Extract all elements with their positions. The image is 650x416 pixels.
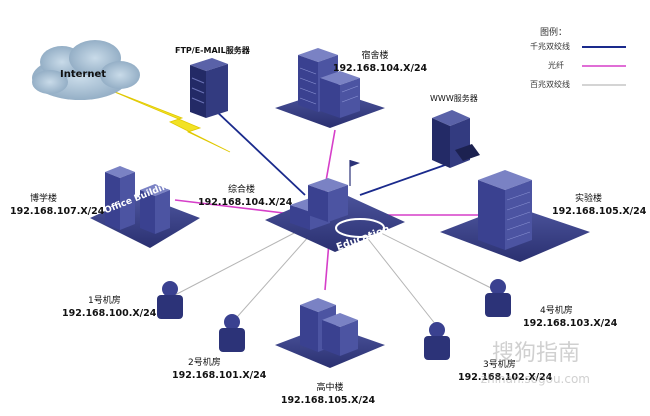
highschool-name: 高中楼 bbox=[316, 383, 344, 393]
room2-ip: 192.168.101.X/24 bbox=[172, 370, 267, 381]
lab-building-icon bbox=[440, 170, 590, 262]
highschool-building-icon bbox=[275, 298, 385, 368]
boxue-ip: 192.168.107.X/24 bbox=[10, 206, 105, 217]
lab-ip: 192.168.105.X/24 bbox=[552, 206, 647, 217]
link-zonghe-boxue bbox=[174, 199, 301, 216]
dorm-building-icon bbox=[275, 48, 385, 128]
link-room2 bbox=[229, 234, 311, 326]
room3-icon bbox=[424, 322, 450, 360]
legend-label-fiber: 光纤 bbox=[548, 61, 564, 70]
lightning-icon bbox=[104, 87, 231, 153]
room1-name: 1号机房 bbox=[88, 296, 121, 306]
room1-ip: 192.168.100.X/24 bbox=[62, 308, 157, 319]
link-room4 bbox=[374, 229, 496, 291]
room2-icon bbox=[219, 314, 245, 352]
lab-name: 实验楼 bbox=[575, 194, 603, 204]
watermark-url: zhinan.sogou.com bbox=[480, 372, 590, 386]
room2-name: 2号机房 bbox=[188, 358, 221, 368]
gigabit-links bbox=[214, 109, 446, 196]
room3-ip: 192.168.102.X/24 bbox=[458, 372, 553, 383]
zonghe-ip: 192.168.104.X/24 bbox=[198, 197, 293, 208]
dorm-ip: 192.168.104.X/24 bbox=[332, 63, 428, 74]
highschool-ip: 192.168.105.X/24 bbox=[280, 395, 376, 406]
dorm-name: 宿舍楼 bbox=[361, 51, 389, 61]
link-zonghe-www bbox=[359, 164, 446, 196]
office-building-icon bbox=[90, 166, 200, 248]
ftp-server-icon bbox=[190, 58, 228, 118]
legend-title: 图例： bbox=[540, 28, 568, 38]
room1-icon bbox=[157, 281, 183, 319]
link-zonghe-ftp bbox=[214, 109, 306, 196]
room4-icon bbox=[485, 279, 511, 317]
www-server-label: WWW服务器 bbox=[430, 94, 478, 103]
room4-ip: 192.168.103.X/24 bbox=[523, 318, 618, 329]
watermark-text: 搜狗指南 bbox=[491, 341, 580, 366]
room3-name: 3号机房 bbox=[483, 360, 516, 370]
link-room3 bbox=[364, 234, 441, 331]
internet-cloud-icon bbox=[32, 40, 140, 100]
boxue-name: 博学楼 bbox=[30, 194, 58, 204]
room4-name: 4号机房 bbox=[540, 306, 573, 316]
ftp-server-label: FTP/E-MAIL服务器 bbox=[175, 46, 250, 55]
www-server-icon bbox=[432, 110, 480, 168]
link-room1 bbox=[174, 229, 301, 296]
legend-label-gigabit: 千兆双绞线 bbox=[530, 42, 570, 51]
zonghe-building-icon bbox=[265, 160, 405, 252]
zonghe-name: 综合楼 bbox=[228, 185, 256, 195]
legend-label-fast: 百兆双绞线 bbox=[530, 80, 570, 89]
fast-ethernet-links bbox=[174, 229, 496, 331]
internet-label: Internet bbox=[60, 69, 107, 80]
